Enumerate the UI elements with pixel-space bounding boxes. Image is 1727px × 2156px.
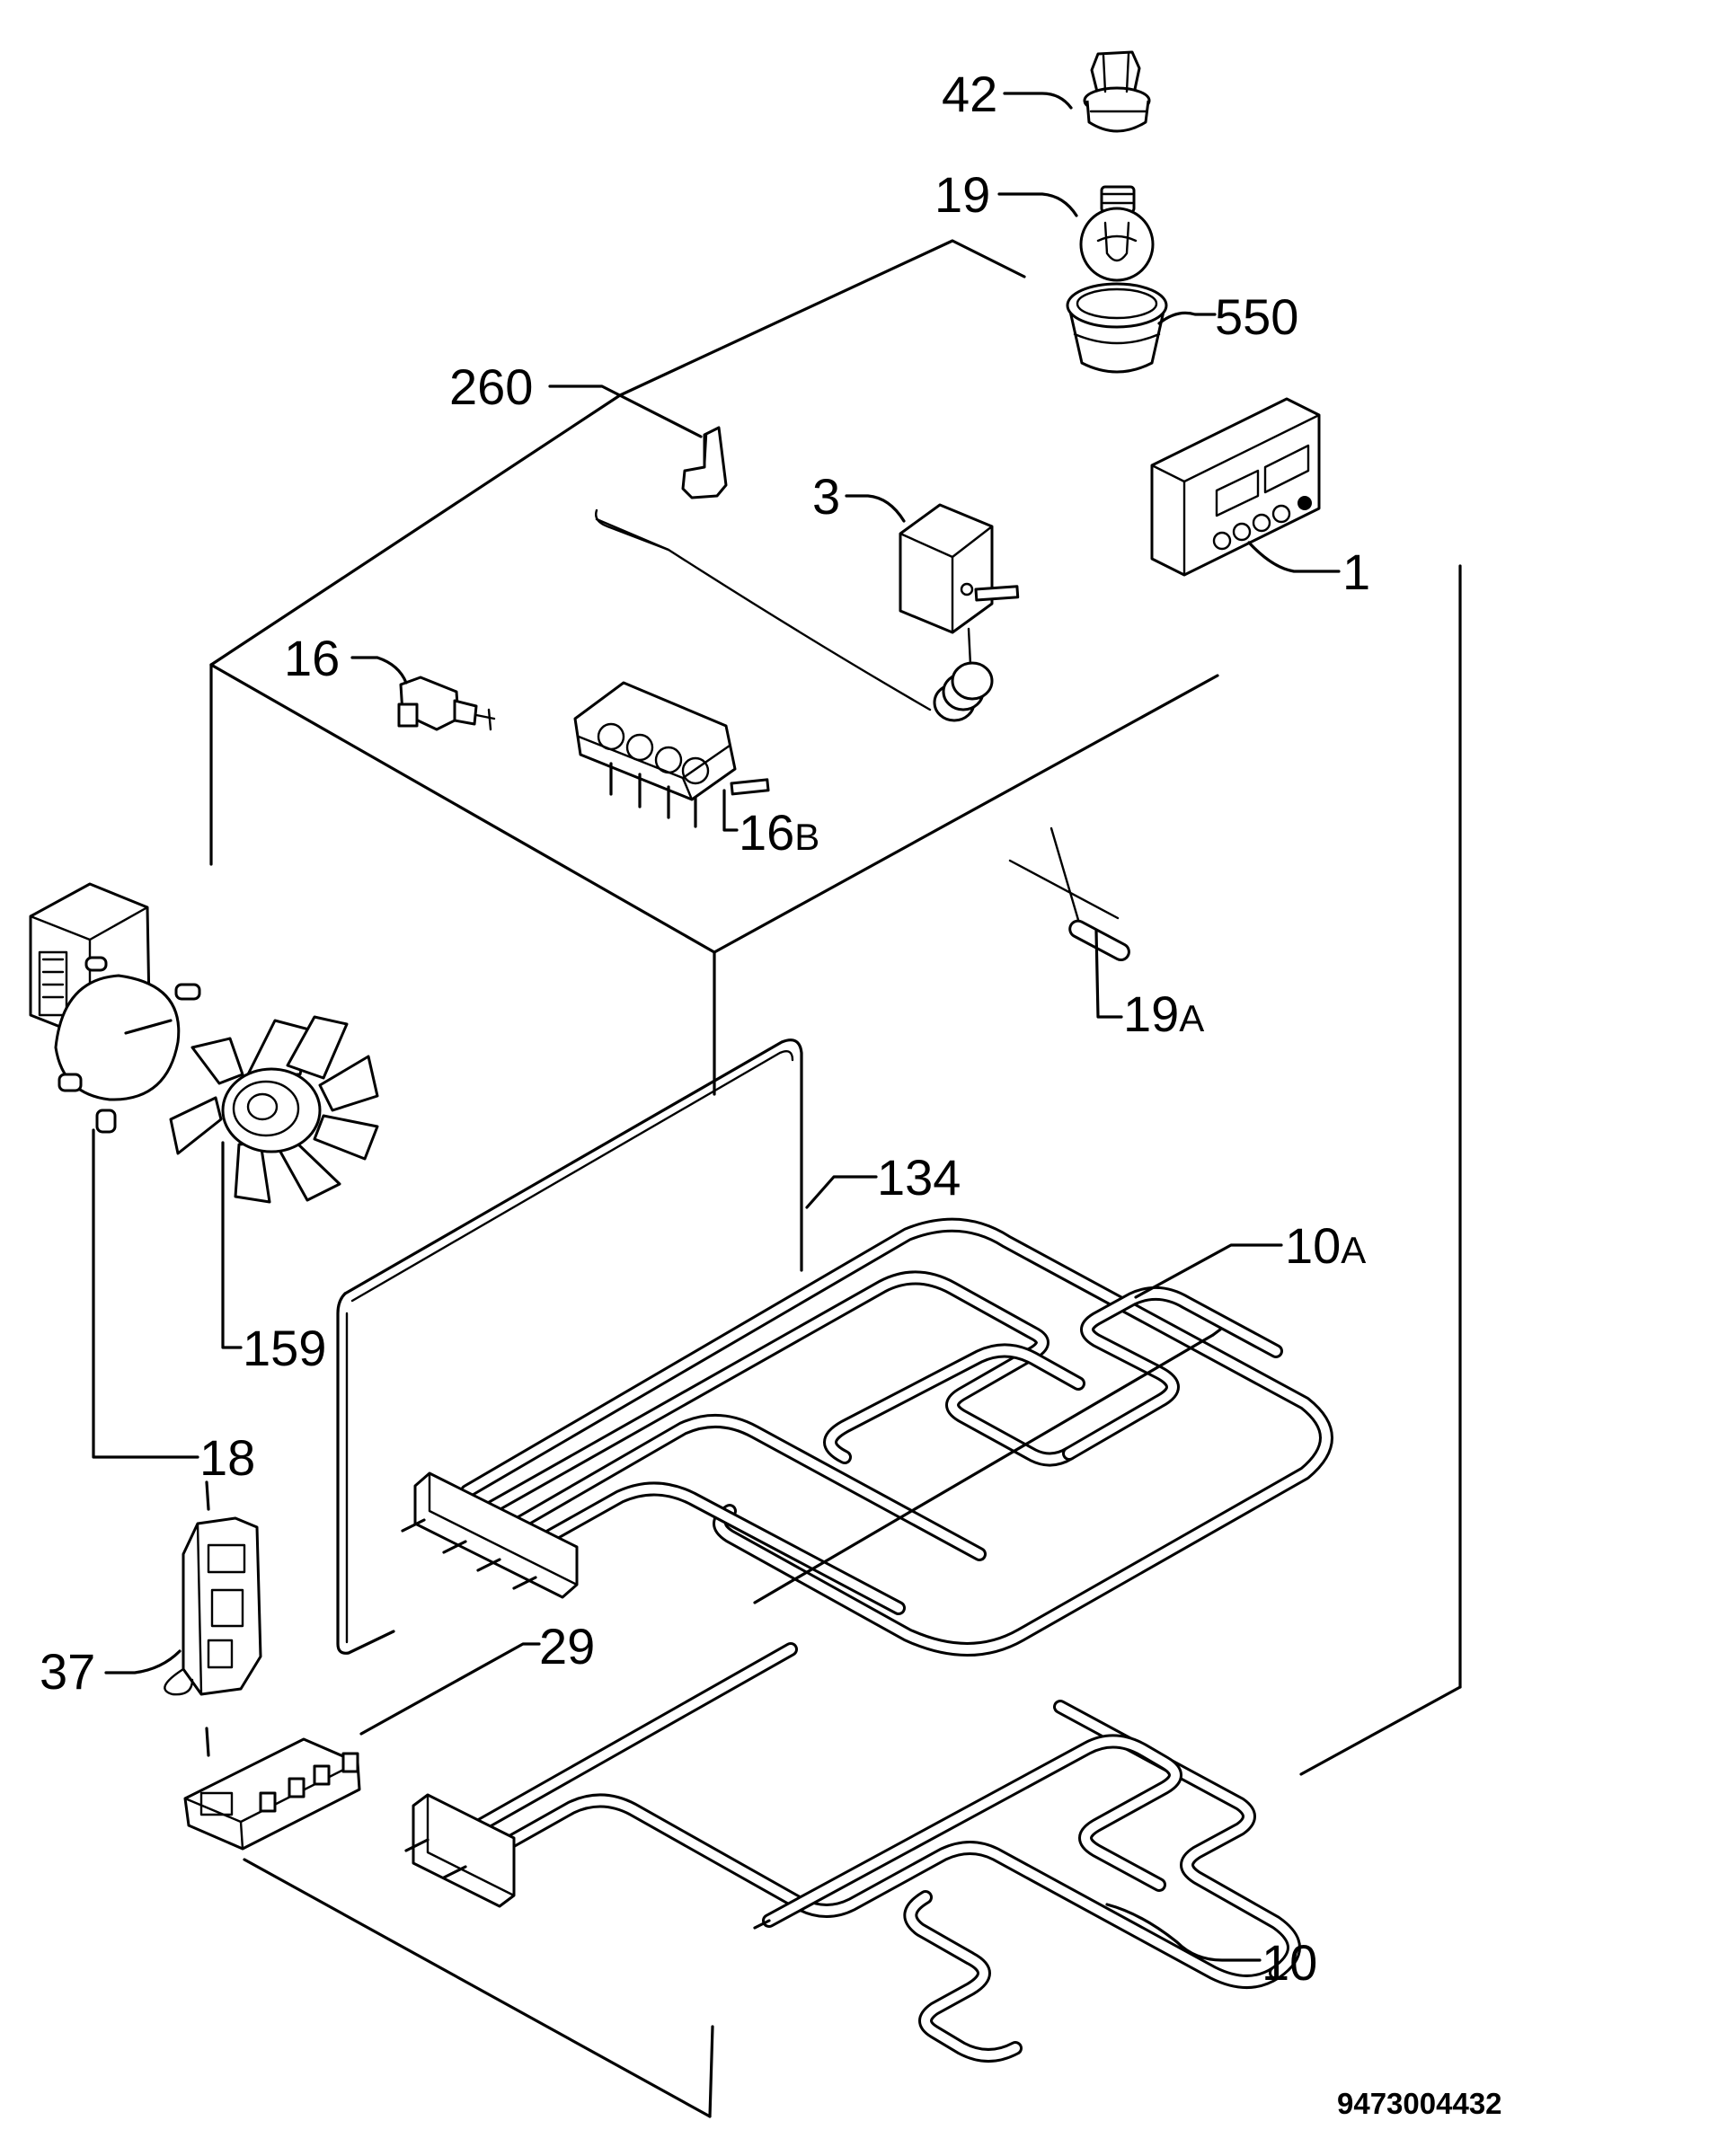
terminal-strip-part-29 bbox=[183, 1737, 361, 1851]
label-3: 3 bbox=[812, 468, 840, 525]
leader-lines bbox=[92, 92, 1341, 1962]
temperature-sensor-part-19a bbox=[1008, 826, 1130, 962]
grill-element-part-10a bbox=[401, 1217, 1333, 1657]
lamp-holder-part-42 bbox=[1083, 50, 1151, 133]
label-10a: 10A bbox=[1285, 1217, 1366, 1274]
selector-switch-part-16b bbox=[573, 681, 770, 828]
oven-cavity-outline bbox=[209, 239, 1462, 2118]
push-switch-part-16 bbox=[397, 676, 496, 731]
label-18: 18 bbox=[199, 1429, 255, 1486]
label-19a-suffix: A bbox=[1179, 997, 1204, 1039]
label-260: 260 bbox=[449, 358, 533, 415]
label-10a-number: 10 bbox=[1285, 1217, 1341, 1274]
label-16b-suffix: B bbox=[794, 816, 819, 858]
label-29: 29 bbox=[539, 1618, 595, 1674]
thermostat-part-3 bbox=[595, 503, 1020, 722]
insulation-panel-part-134 bbox=[336, 1038, 803, 1655]
terminal-block-part-37 bbox=[164, 1516, 262, 1696]
lamp-bulb-part-19 bbox=[1079, 185, 1155, 282]
clip-part-260 bbox=[681, 426, 728, 499]
label-550: 550 bbox=[1215, 288, 1298, 345]
label-19a: 19A bbox=[1123, 985, 1204, 1042]
label-1: 1 bbox=[1342, 543, 1370, 600]
callout-labels: 42 19 550 260 3 1 16 16B 19A 134 10A 159… bbox=[40, 66, 1502, 2120]
fan-blade-part-159 bbox=[169, 1015, 379, 1204]
timer-module-part-1 bbox=[1150, 397, 1321, 577]
drawing-code: 9473004432 bbox=[1337, 2087, 1502, 2120]
label-19a-number: 19 bbox=[1123, 985, 1179, 1042]
label-159: 159 bbox=[243, 1320, 326, 1376]
fan-motor-part-18 bbox=[29, 882, 201, 1134]
label-19: 19 bbox=[934, 166, 990, 223]
label-16b: 16B bbox=[739, 804, 819, 861]
label-42: 42 bbox=[942, 66, 997, 122]
label-134: 134 bbox=[877, 1149, 961, 1206]
label-10: 10 bbox=[1262, 1934, 1317, 1991]
label-37: 37 bbox=[40, 1643, 95, 1700]
lamp-cover-part-550 bbox=[1066, 282, 1168, 374]
label-16b-number: 16 bbox=[739, 804, 794, 861]
bottom-element-part-10 bbox=[404, 1642, 1301, 2063]
label-10a-suffix: A bbox=[1341, 1229, 1366, 1271]
label-16: 16 bbox=[284, 630, 340, 686]
